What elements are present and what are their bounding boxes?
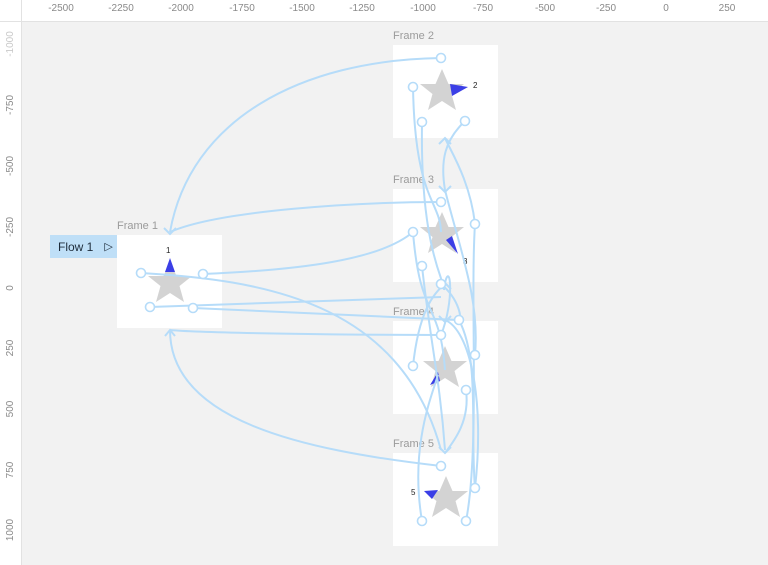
connection-handle[interactable] [453,314,465,326]
ruler-tick: -1250 [349,3,375,14]
ruler-tick: -2250 [108,3,134,14]
ruler-tick: -250 [595,3,617,14]
connector[interactable] [169,329,442,467]
ruler-tick: -500 [534,3,556,14]
arrow-icon [438,315,452,324]
connector[interactable] [169,57,442,233]
connector[interactable] [149,296,442,308]
frame-number: 1 [166,246,171,255]
connector[interactable] [444,389,468,454]
connector[interactable] [202,231,414,275]
ruler-tick: 250 [718,3,736,14]
connection-handle[interactable] [469,349,481,361]
connector[interactable] [444,189,477,356]
left-ruler: -1000 -750 -500 -250 0 250 500 750 1000 [0,0,22,565]
arrow-icon [164,328,176,337]
connector[interactable] [169,329,442,336]
connector[interactable] [444,137,476,225]
frame-1-label[interactable]: Frame 1 [117,220,158,232]
prototype-connectors [140,57,480,522]
ruler-tick: -750 [472,3,494,14]
connection-handle[interactable] [435,196,447,208]
connection-handle[interactable] [416,515,428,527]
connector[interactable] [412,86,442,233]
connection-handle[interactable] [435,52,447,64]
connection-handle[interactable] [469,482,481,494]
connector[interactable] [444,319,480,489]
top-ruler: -2500 -2250 -2000 -1750 -1500 -1250 -100… [0,0,768,22]
ruler-tick: -1000 [410,3,436,14]
ruler-tick: 0 [663,3,669,14]
arrow-icon [163,227,177,236]
frame-number: 2 [473,81,478,90]
connector[interactable] [442,120,466,191]
connector[interactable] [458,319,476,489]
arrow-icon [438,185,452,194]
ruler-tick: -2500 [48,3,74,14]
connector[interactable] [412,231,446,371]
connection-handle[interactable] [435,460,447,472]
connection-handle[interactable] [435,278,447,290]
connector[interactable] [140,272,442,451]
ruler-corner [0,0,22,22]
star-icon [148,258,192,302]
connector[interactable] [169,201,442,233]
connection-handle[interactable] [144,301,156,313]
frame-number: 3 [463,257,468,266]
connection-handle[interactable] [435,329,447,341]
connection-handle[interactable] [135,267,147,279]
star-icon [424,476,468,517]
flow-start-badge[interactable]: Flow 1 ▷ [50,235,117,258]
connection-handle[interactable] [416,260,428,272]
arrow-icon [438,136,452,145]
connector-arrows [163,136,452,455]
connector[interactable] [421,265,446,451]
connection-handle[interactable] [469,218,481,230]
connection-handle[interactable] [407,360,419,372]
connector[interactable] [192,307,460,321]
frame-5-label[interactable]: Frame 5 [393,438,434,450]
connection-handle[interactable] [187,302,199,314]
ruler-tick: -1500 [289,3,315,14]
ruler-tick: -1750 [229,3,255,14]
ruler-tick: -2000 [168,3,194,14]
connection-handle[interactable] [459,115,471,127]
flow-label: Flow 1 [58,239,94,254]
connection-handle[interactable] [460,515,472,527]
connector[interactable] [417,374,439,522]
connection-handle[interactable] [407,226,419,238]
connection-handle[interactable] [407,81,419,93]
star-icon [420,212,464,254]
arrow-icon [438,446,452,455]
connection-handle[interactable] [416,116,428,128]
play-icon[interactable]: ▷ [104,241,113,253]
star-icon [420,69,468,110]
frame-number: 5 [411,488,416,497]
connection-handle[interactable] [460,384,472,396]
frame-2-label[interactable]: Frame 2 [393,30,434,42]
connection-handle[interactable] [197,268,209,280]
